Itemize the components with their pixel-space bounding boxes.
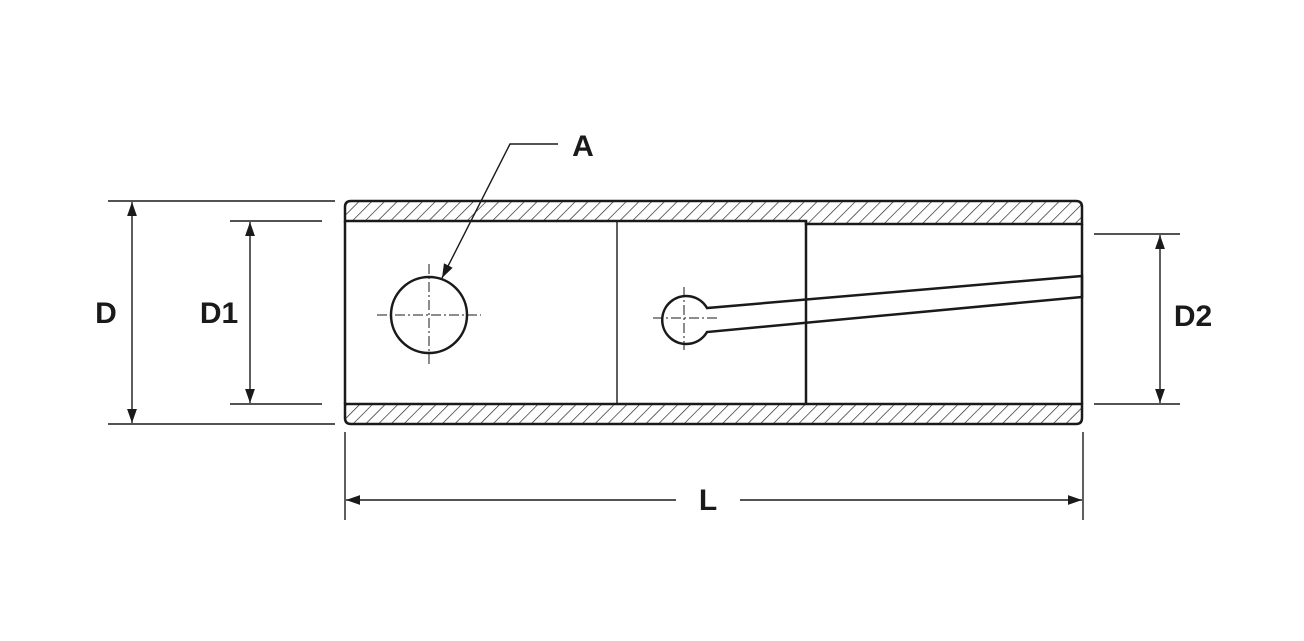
label-d1: D1 <box>200 297 238 330</box>
label-d2: D2 <box>1174 300 1212 333</box>
top-wall-section <box>343 199 1084 226</box>
label-a: A <box>572 130 594 163</box>
label-l: L <box>699 484 717 517</box>
slot-hole-profile <box>661 274 1084 346</box>
bottom-wall-section <box>343 402 1084 426</box>
leader-line-a <box>441 143 558 279</box>
label-d: D <box>95 297 117 330</box>
